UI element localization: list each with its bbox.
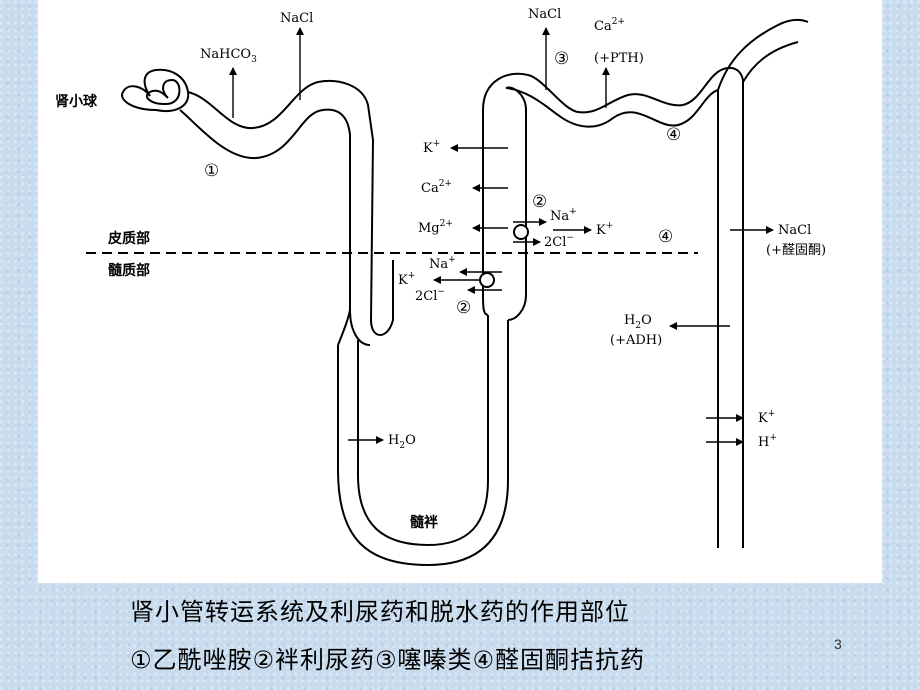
caption-title: 肾小管转运系统及利尿药和脱水药的作用部位 (130, 598, 630, 626)
na-upper-label: Na+ (550, 207, 577, 224)
k-right-label: K+ (596, 221, 613, 238)
loop-of-henle-inner (357, 315, 489, 547)
h2o-collect-label: H2O (624, 313, 652, 331)
k-lower-label: K+ (398, 271, 415, 288)
k-collect-label: K+ (758, 409, 775, 426)
nacl-proximal-label: NaCl (280, 11, 313, 26)
nahco3-label: NaHCO3 (200, 47, 257, 65)
nephron-diagram: 肾小球 皮质部 髓质部 髓袢 NaHCO3 NaCl NaCl Ca2+ (+P… (55, 7, 826, 567)
site4-lower-marker: ④ (658, 227, 673, 247)
ascending-limb-outer (505, 86, 527, 321)
site2-upper-marker: ② (532, 192, 547, 212)
cl-lower-label: 2Cl− (415, 287, 445, 304)
mg-label: Mg2+ (418, 219, 453, 236)
cl-upper-label: 2Cl− (544, 233, 574, 250)
adh-label: (+ADH) (610, 333, 662, 348)
h-collect-label: H+ (758, 433, 777, 450)
ca-label: Ca2+ (594, 17, 625, 34)
nacl-collect-label: NaCl (778, 223, 811, 238)
distal-tubule-outer (505, 87, 719, 128)
glomerulus-inner (145, 78, 181, 106)
h2o-loop-label: H2O (388, 433, 416, 451)
cortex-label: 皮质部 (107, 230, 150, 247)
glomerulus-capsule (121, 68, 190, 112)
site3-marker: ③ (554, 49, 569, 69)
pth-label: (+PTH) (594, 51, 644, 66)
glomerulus-label: 肾小球 (55, 93, 98, 110)
descending-limb-outer (337, 309, 351, 346)
loop-label: 髓袢 (410, 514, 438, 531)
ca-mid-label: Ca2+ (421, 179, 452, 196)
nephron-diagram-panel: 肾小球 皮质部 髓质部 髓袢 NaHCO3 NaCl NaCl Ca2+ (+P… (38, 0, 882, 583)
site2-lower-marker: ② (456, 298, 471, 318)
proximal-tubule-outer (187, 79, 394, 336)
medulla-label: 髓质部 (108, 262, 150, 279)
loop-of-henle-outer (337, 320, 509, 567)
site1-marker: ① (204, 161, 219, 181)
proximal-tubule-inner (179, 108, 371, 346)
aldosterone-label: (+醛固酮) (766, 242, 826, 258)
ascending-limb-inner (482, 72, 529, 316)
collecting-duct-branch (717, 18, 809, 91)
page-number: 3 (834, 636, 842, 652)
caption-drug-list: ①乙酰唑胺②袢利尿药③噻嗪类④醛固酮拮抗药 (130, 646, 646, 674)
cotransporter-upper (513, 224, 529, 240)
cotransporter-lower (479, 272, 495, 288)
k-top-label: K+ (423, 139, 440, 156)
nacl-distal-label: NaCl (528, 7, 561, 22)
distal-tubule-inner (527, 66, 744, 114)
na-lower-label: Na+ (429, 255, 456, 272)
site4-upper-marker: ④ (666, 125, 681, 145)
